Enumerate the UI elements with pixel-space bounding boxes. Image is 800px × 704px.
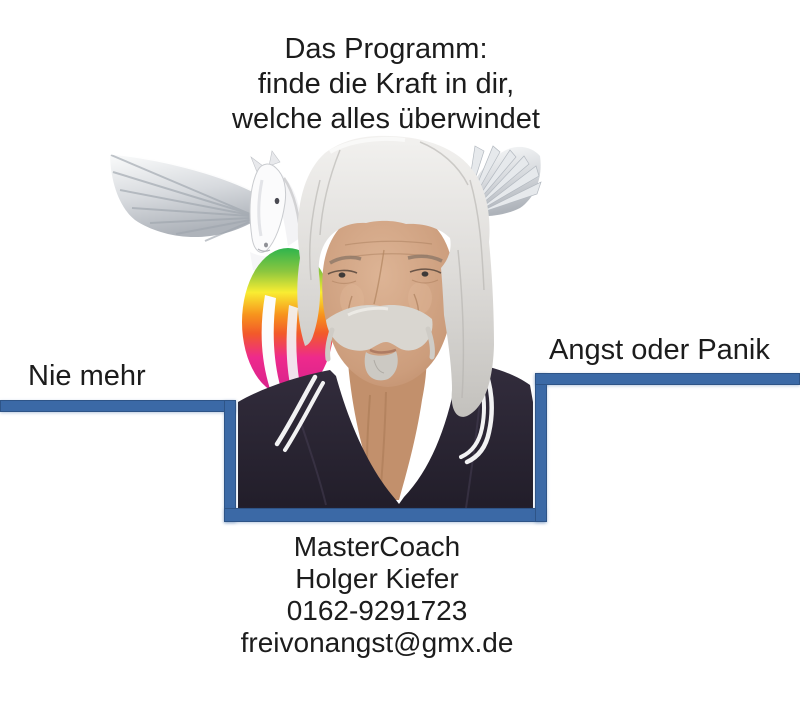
frame-line-left-vertical [224,400,236,522]
contact-name: Holger Kiefer [295,563,459,594]
frame-line-right-horizontal [535,373,800,385]
contact-role: MasterCoach [293,531,461,562]
title-line-3: welche alles überwindet [232,103,540,135]
portrait-image [238,135,533,514]
title-line-2: finde die Kraft in dir, [257,68,515,100]
contact-email: freivonangst@gmx.de [240,627,514,658]
label-angst-oder-panik: Angst oder Panik [549,334,770,366]
frame-line-right-vertical [535,373,547,522]
page-title: Das Programm: finde die Kraft in dir, we… [86,32,686,137]
label-nie-mehr: Nie mehr [28,360,146,392]
frame-line-left-horizontal [0,400,236,412]
contact-block: MasterCoach Holger Kiefer 0162-9291723 f… [77,531,677,659]
contact-phone: 0162-9291723 [286,595,468,626]
frame-line-bottom-horizontal [224,508,546,522]
title-line-1: Das Programm: [284,33,488,65]
pegasus-portrait-illustration [109,135,542,514]
